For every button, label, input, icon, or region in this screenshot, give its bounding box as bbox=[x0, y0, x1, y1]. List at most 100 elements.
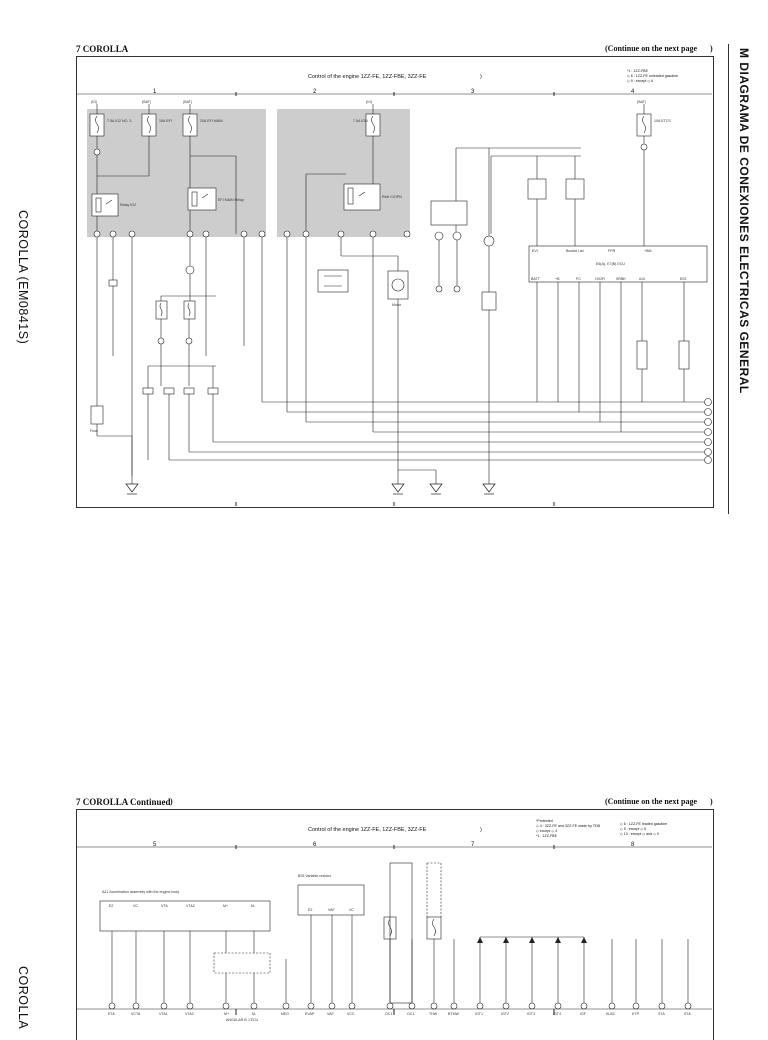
svg-text:M-: M- bbox=[251, 904, 256, 908]
svg-text:KTP: KTP bbox=[632, 1012, 640, 1016]
svg-text:ANGULAR B J ECU: ANGULAR B J ECU bbox=[226, 1018, 259, 1022]
connector-row-top bbox=[93, 230, 411, 238]
page2-frame bbox=[76, 809, 714, 1040]
svg-text:7.5A IGN: 7.5A IGN bbox=[353, 119, 368, 123]
svg-text:VTA2: VTA2 bbox=[185, 1012, 194, 1016]
connector-row-bottom bbox=[108, 1002, 692, 1010]
svg-text:VAF: VAF bbox=[327, 1012, 335, 1016]
svg-text:VTA2: VTA2 bbox=[186, 904, 195, 908]
page2-notes-b: ◇ 6 : 1ZZ-FE leaded gasoline ◇ 9 : excep… bbox=[620, 822, 668, 836]
page2-wiring-diagram: A21 Acceleration assembly with the engin… bbox=[76, 845, 712, 1022]
svg-text:ETA: ETA bbox=[108, 1012, 115, 1016]
page1-frame bbox=[76, 56, 714, 508]
side-section-title: M DIAGRAMA DE CONEXIONES ELECTRICAS GENE… bbox=[737, 48, 751, 394]
column-number-7: 7 bbox=[471, 842, 475, 848]
side-model-label: COROLLA (EM0841S) bbox=[16, 210, 30, 345]
svg-text:VCC: VCC bbox=[347, 1012, 355, 1016]
svg-text:E2: E2 bbox=[308, 908, 312, 912]
svg-text:+BM: +BM bbox=[644, 249, 652, 253]
svg-text:STA: STA bbox=[684, 1012, 691, 1016]
page1-continue-paren: ) bbox=[710, 44, 713, 53]
svg-text:KLB2: KLB2 bbox=[606, 1012, 615, 1016]
svg-text:IGT3: IGT3 bbox=[527, 1012, 535, 1016]
vsv-box-1 bbox=[527, 178, 547, 200]
side-divider bbox=[728, 44, 729, 514]
svg-text:(BAT): (BAT) bbox=[637, 100, 646, 104]
svg-text:FC: FC bbox=[576, 277, 581, 281]
svg-text:E03: E03 bbox=[680, 277, 686, 281]
coil-icon-2 bbox=[678, 340, 690, 370]
svg-text:THW: THW bbox=[429, 1012, 438, 1016]
acceleration-assembly-box bbox=[99, 900, 271, 932]
page1-title: Control of the engine 1ZZ-FE, 1ZZ-FBE, 3… bbox=[308, 74, 427, 80]
page2-continue-paren: ) bbox=[710, 797, 713, 806]
arrow-icons bbox=[477, 937, 587, 943]
page1-continue-note: (Continue on the next page bbox=[605, 44, 698, 53]
svg-text:M-: M- bbox=[252, 1012, 257, 1016]
right-terminals bbox=[704, 398, 712, 464]
svg-text:Bucket List: Bucket List bbox=[566, 249, 584, 253]
column-number-5: 5 bbox=[153, 842, 157, 848]
svg-text:IGT1: IGT1 bbox=[475, 1012, 483, 1016]
sensor-loop bbox=[389, 862, 413, 1004]
svg-text:BATT: BATT bbox=[531, 277, 541, 281]
svg-text:EVI: EVI bbox=[532, 249, 538, 253]
page2-notes-a: *Protected ◇ 4 : 3ZZ-FE and 3ZZ-FE made … bbox=[536, 819, 601, 838]
page1-header: 7 COROLLA bbox=[76, 44, 129, 54]
svg-text:(BAT): (BAT) bbox=[183, 100, 192, 104]
shaded-junction-block-1 bbox=[87, 109, 266, 237]
svg-text:VTA1: VTA1 bbox=[159, 1012, 168, 1016]
relay-ig2-icon bbox=[91, 193, 119, 217]
svg-text:VC: VC bbox=[133, 904, 138, 908]
svg-text:NEO: NEO bbox=[281, 1012, 289, 1016]
svg-text:#10: #10 bbox=[639, 277, 645, 281]
svg-text:EFI MAIN Relay: EFI MAIN Relay bbox=[218, 198, 244, 202]
page2-header-paren: ) bbox=[170, 797, 173, 806]
svg-text:(IG): (IG) bbox=[366, 100, 372, 104]
svg-text:FPR: FPR bbox=[608, 249, 616, 253]
svg-text:+B: +B bbox=[555, 277, 560, 281]
svg-text:20A EFI MAIN: 20A EFI MAIN bbox=[200, 119, 223, 123]
svg-text:OC1: OC1 bbox=[385, 1012, 392, 1016]
fuel-pump-connector-icon bbox=[317, 269, 349, 293]
page2-continue-note: (Continue on the next page bbox=[605, 797, 698, 806]
svg-text:VTA: VTA bbox=[161, 904, 168, 908]
page1-wiring-diagram: (IG) (BAT) (BAT) (IG) (BAT) 7.5A IG2 NO.… bbox=[76, 92, 712, 506]
junction-connector-icon bbox=[481, 291, 497, 311]
svg-text:M+: M+ bbox=[224, 1012, 229, 1016]
shaded-junction-block-2 bbox=[277, 109, 410, 237]
sensor-icon bbox=[483, 235, 495, 247]
svg-text:IGF: IGF bbox=[580, 1012, 587, 1016]
column-number-4: 4 bbox=[631, 89, 635, 95]
svg-text:VCTA: VCTA bbox=[131, 1012, 141, 1016]
svg-text:10A ETCS: 10A ETCS bbox=[654, 119, 671, 123]
column-number-8: 8 bbox=[631, 842, 635, 848]
svg-text:Relé C/OPN: Relé C/OPN bbox=[382, 195, 402, 199]
svg-text:IGT4: IGT4 bbox=[553, 1012, 561, 1016]
svg-text:IGT2: IGT2 bbox=[501, 1012, 509, 1016]
resistor-connector-icon bbox=[90, 405, 104, 425]
svg-text:M+: M+ bbox=[223, 904, 228, 908]
svg-text:EVAP: EVAP bbox=[305, 1012, 315, 1016]
injector-connectors bbox=[142, 387, 219, 395]
svg-text:(BAT): (BAT) bbox=[142, 100, 151, 104]
svg-text:SRBK: SRBK bbox=[616, 277, 626, 281]
svg-text:OX2R: OX2R bbox=[595, 277, 605, 281]
page1-notes: *1 : 1ZZ-FBE ◇ 6 : 1ZZ-FE unleaded gasol… bbox=[627, 69, 679, 83]
column-number-2: 2 bbox=[313, 89, 317, 95]
coil-icon-1 bbox=[636, 340, 648, 370]
svg-text:VC: VC bbox=[349, 908, 354, 912]
svg-text:(IG): (IG) bbox=[91, 100, 97, 104]
svg-text:E2: E2 bbox=[109, 904, 113, 908]
column-number-3: 3 bbox=[471, 89, 475, 95]
svg-text:Fuse: Fuse bbox=[90, 429, 98, 433]
svg-text:BTMW: BTMW bbox=[448, 1012, 460, 1016]
page2-title-paren: ) bbox=[480, 827, 482, 833]
svg-text:B25 Variable resistor: B25 Variable resistor bbox=[298, 874, 332, 878]
svg-text:Motor: Motor bbox=[392, 303, 402, 307]
page2-title: Control of the engine 1ZZ-FE, 1ZZ-FBE, 3… bbox=[308, 827, 427, 833]
svg-text:15A EFI: 15A EFI bbox=[159, 119, 172, 123]
svg-text:OC1: OC1 bbox=[407, 1012, 414, 1016]
svg-text:E6(A), E7(B) ECU: E6(A), E7(B) ECU bbox=[596, 262, 625, 266]
svg-text:Relay IG2: Relay IG2 bbox=[120, 203, 136, 207]
